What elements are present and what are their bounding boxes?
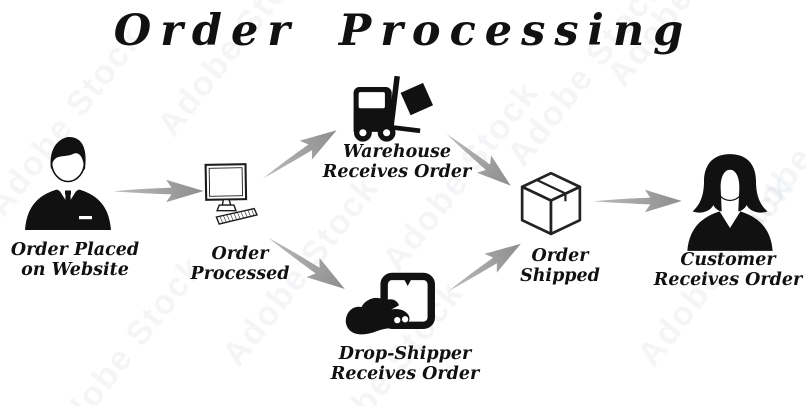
label-line: Drop-Shipper bbox=[338, 344, 472, 364]
node-label-drop-shipper: Drop-Shipper Receives Order bbox=[316, 344, 494, 384]
node-label-order-placed: Order Placed on Website bbox=[0, 240, 150, 280]
arrow-placed-to-processed bbox=[112, 176, 206, 206]
node-label-order-shipped: Order Shipped bbox=[496, 246, 624, 286]
businessman-icon bbox=[18, 130, 118, 236]
desktop-computer-icon bbox=[194, 150, 264, 242]
label-line: Warehouse bbox=[343, 142, 451, 162]
label-line: Receives Order bbox=[322, 162, 472, 182]
arrow-warehouse-to-shipped bbox=[436, 121, 522, 198]
label-line: Order Placed bbox=[10, 240, 140, 260]
arrow-shipped-to-customer bbox=[592, 186, 684, 216]
package-box-icon bbox=[514, 168, 588, 242]
hand-holding-package-icon bbox=[344, 272, 440, 342]
arrow-processed-to-dropshipper bbox=[259, 224, 356, 303]
node-label-order-processed: Order Processed bbox=[178, 244, 302, 284]
arrow-processed-to-warehouse bbox=[253, 116, 346, 191]
label-line: Order bbox=[211, 244, 269, 264]
label-line: Shipped bbox=[520, 266, 600, 286]
node-label-customer: Customer Receives Order bbox=[648, 250, 806, 290]
label-line: Customer bbox=[680, 250, 776, 270]
label-line: Receives Order bbox=[653, 270, 803, 290]
arrow-dropshipper-to-shipped bbox=[439, 230, 531, 304]
label-line: on Website bbox=[21, 260, 129, 280]
label-line: Processed bbox=[190, 264, 290, 284]
woman-customer-icon bbox=[678, 150, 782, 254]
label-line: Receives Order bbox=[330, 364, 480, 384]
node-label-warehouse: Warehouse Receives Order bbox=[318, 142, 476, 182]
diagram-title: Order Processing bbox=[113, 6, 693, 56]
forklift-icon bbox=[340, 76, 440, 148]
label-line: Order bbox=[531, 246, 589, 266]
